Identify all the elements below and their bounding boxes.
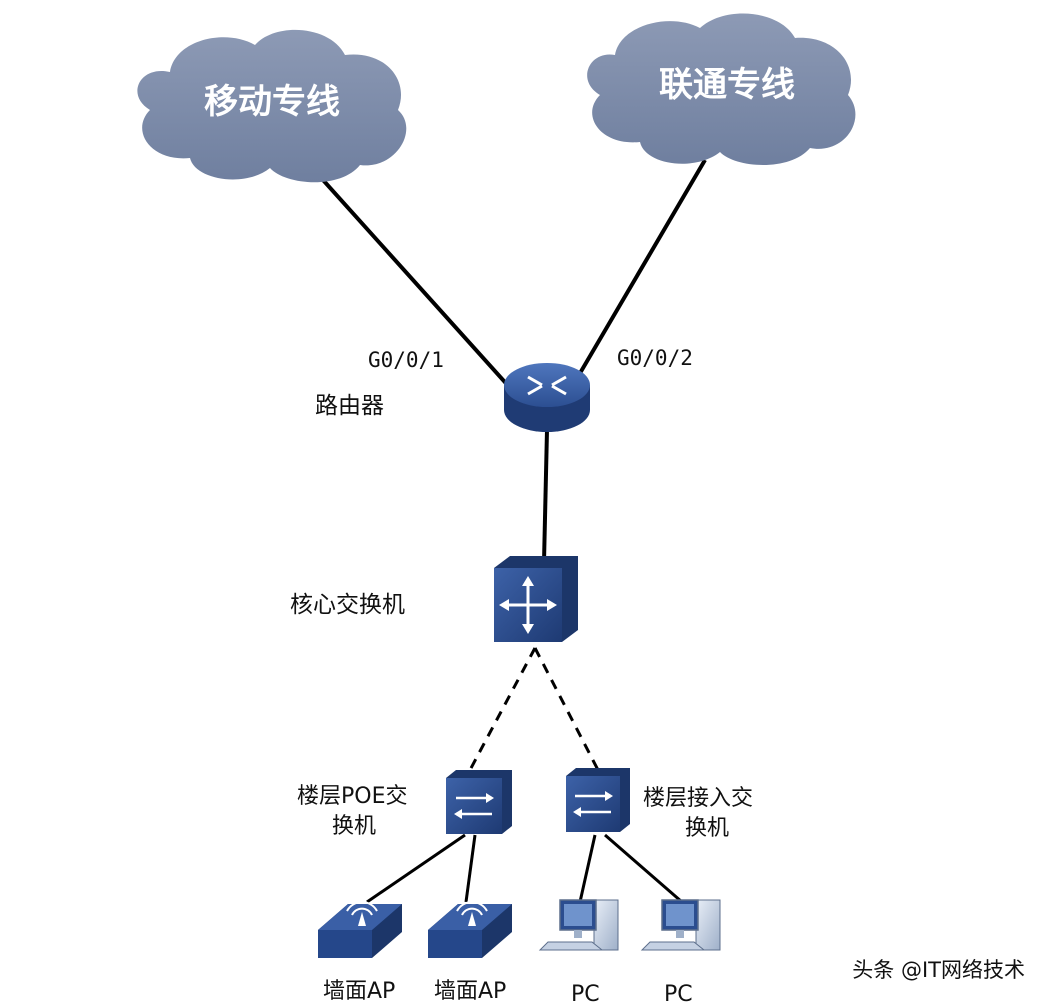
floor-poe-switch: 楼层POE交 换机 bbox=[297, 770, 512, 839]
router-icon bbox=[504, 363, 590, 432]
cloud-label-unicom: 联通专线 bbox=[659, 65, 795, 105]
wireless-ap-icon bbox=[428, 901, 512, 958]
access-switch-label-line1: 楼层接入交 bbox=[643, 786, 753, 811]
pc2-label: PC bbox=[664, 982, 693, 1007]
pc-icon bbox=[640, 899, 721, 951]
link-poe-ap2 bbox=[464, 834, 477, 903]
poe-switch-label-line2: 换机 bbox=[332, 814, 376, 839]
link-router-core bbox=[542, 429, 549, 563]
switch-icon bbox=[566, 768, 630, 832]
link-unicom-router bbox=[574, 158, 707, 382]
ap1-label: 墙面AP bbox=[323, 979, 395, 1004]
floor-access-switch: 楼层接入交 换机 bbox=[566, 768, 753, 841]
router: 路由器 bbox=[315, 363, 590, 432]
link-access-pc2 bbox=[604, 833, 683, 904]
cloud-mobile-line: 移动专线 bbox=[137, 29, 407, 183]
cloud-unicom-line: 联通专线 bbox=[587, 13, 856, 165]
pc-1: PC bbox=[538, 899, 619, 1007]
access-switch-label-line2: 换机 bbox=[685, 816, 729, 841]
link-core-access bbox=[533, 647, 600, 771]
port-label-g002: G0/0/2 bbox=[617, 346, 693, 370]
cloud-label-mobile: 移动专线 bbox=[204, 82, 340, 122]
link-core-poe bbox=[468, 647, 537, 771]
router-label: 路由器 bbox=[315, 393, 384, 419]
link-poe-ap1 bbox=[366, 833, 466, 904]
cloud-icon bbox=[137, 29, 407, 183]
wall-ap-1: 墙面AP bbox=[318, 901, 402, 1004]
core-switch-icon bbox=[494, 556, 578, 642]
core-switch-label: 核心交换机 bbox=[290, 592, 405, 618]
port-label-g001: G0/0/1 bbox=[368, 348, 444, 372]
cloud-icon bbox=[587, 13, 856, 165]
link-mobile-router bbox=[303, 158, 514, 392]
link-access-pc1 bbox=[578, 834, 597, 903]
pc-2: PC bbox=[640, 899, 721, 1007]
core-switch: 核心交换机 bbox=[290, 556, 578, 642]
ap2-label: 墙面AP bbox=[434, 979, 506, 1004]
pc-icon bbox=[538, 899, 619, 951]
pc1-label: PC bbox=[571, 982, 600, 1007]
wall-ap-2: 墙面AP bbox=[428, 901, 512, 1004]
switch-icon bbox=[446, 770, 512, 834]
poe-switch-label-line1: 楼层POE交 bbox=[297, 784, 407, 809]
wireless-ap-icon bbox=[318, 901, 402, 958]
links bbox=[303, 158, 707, 904]
watermark: 头条 @IT网络技术 bbox=[852, 958, 1025, 982]
